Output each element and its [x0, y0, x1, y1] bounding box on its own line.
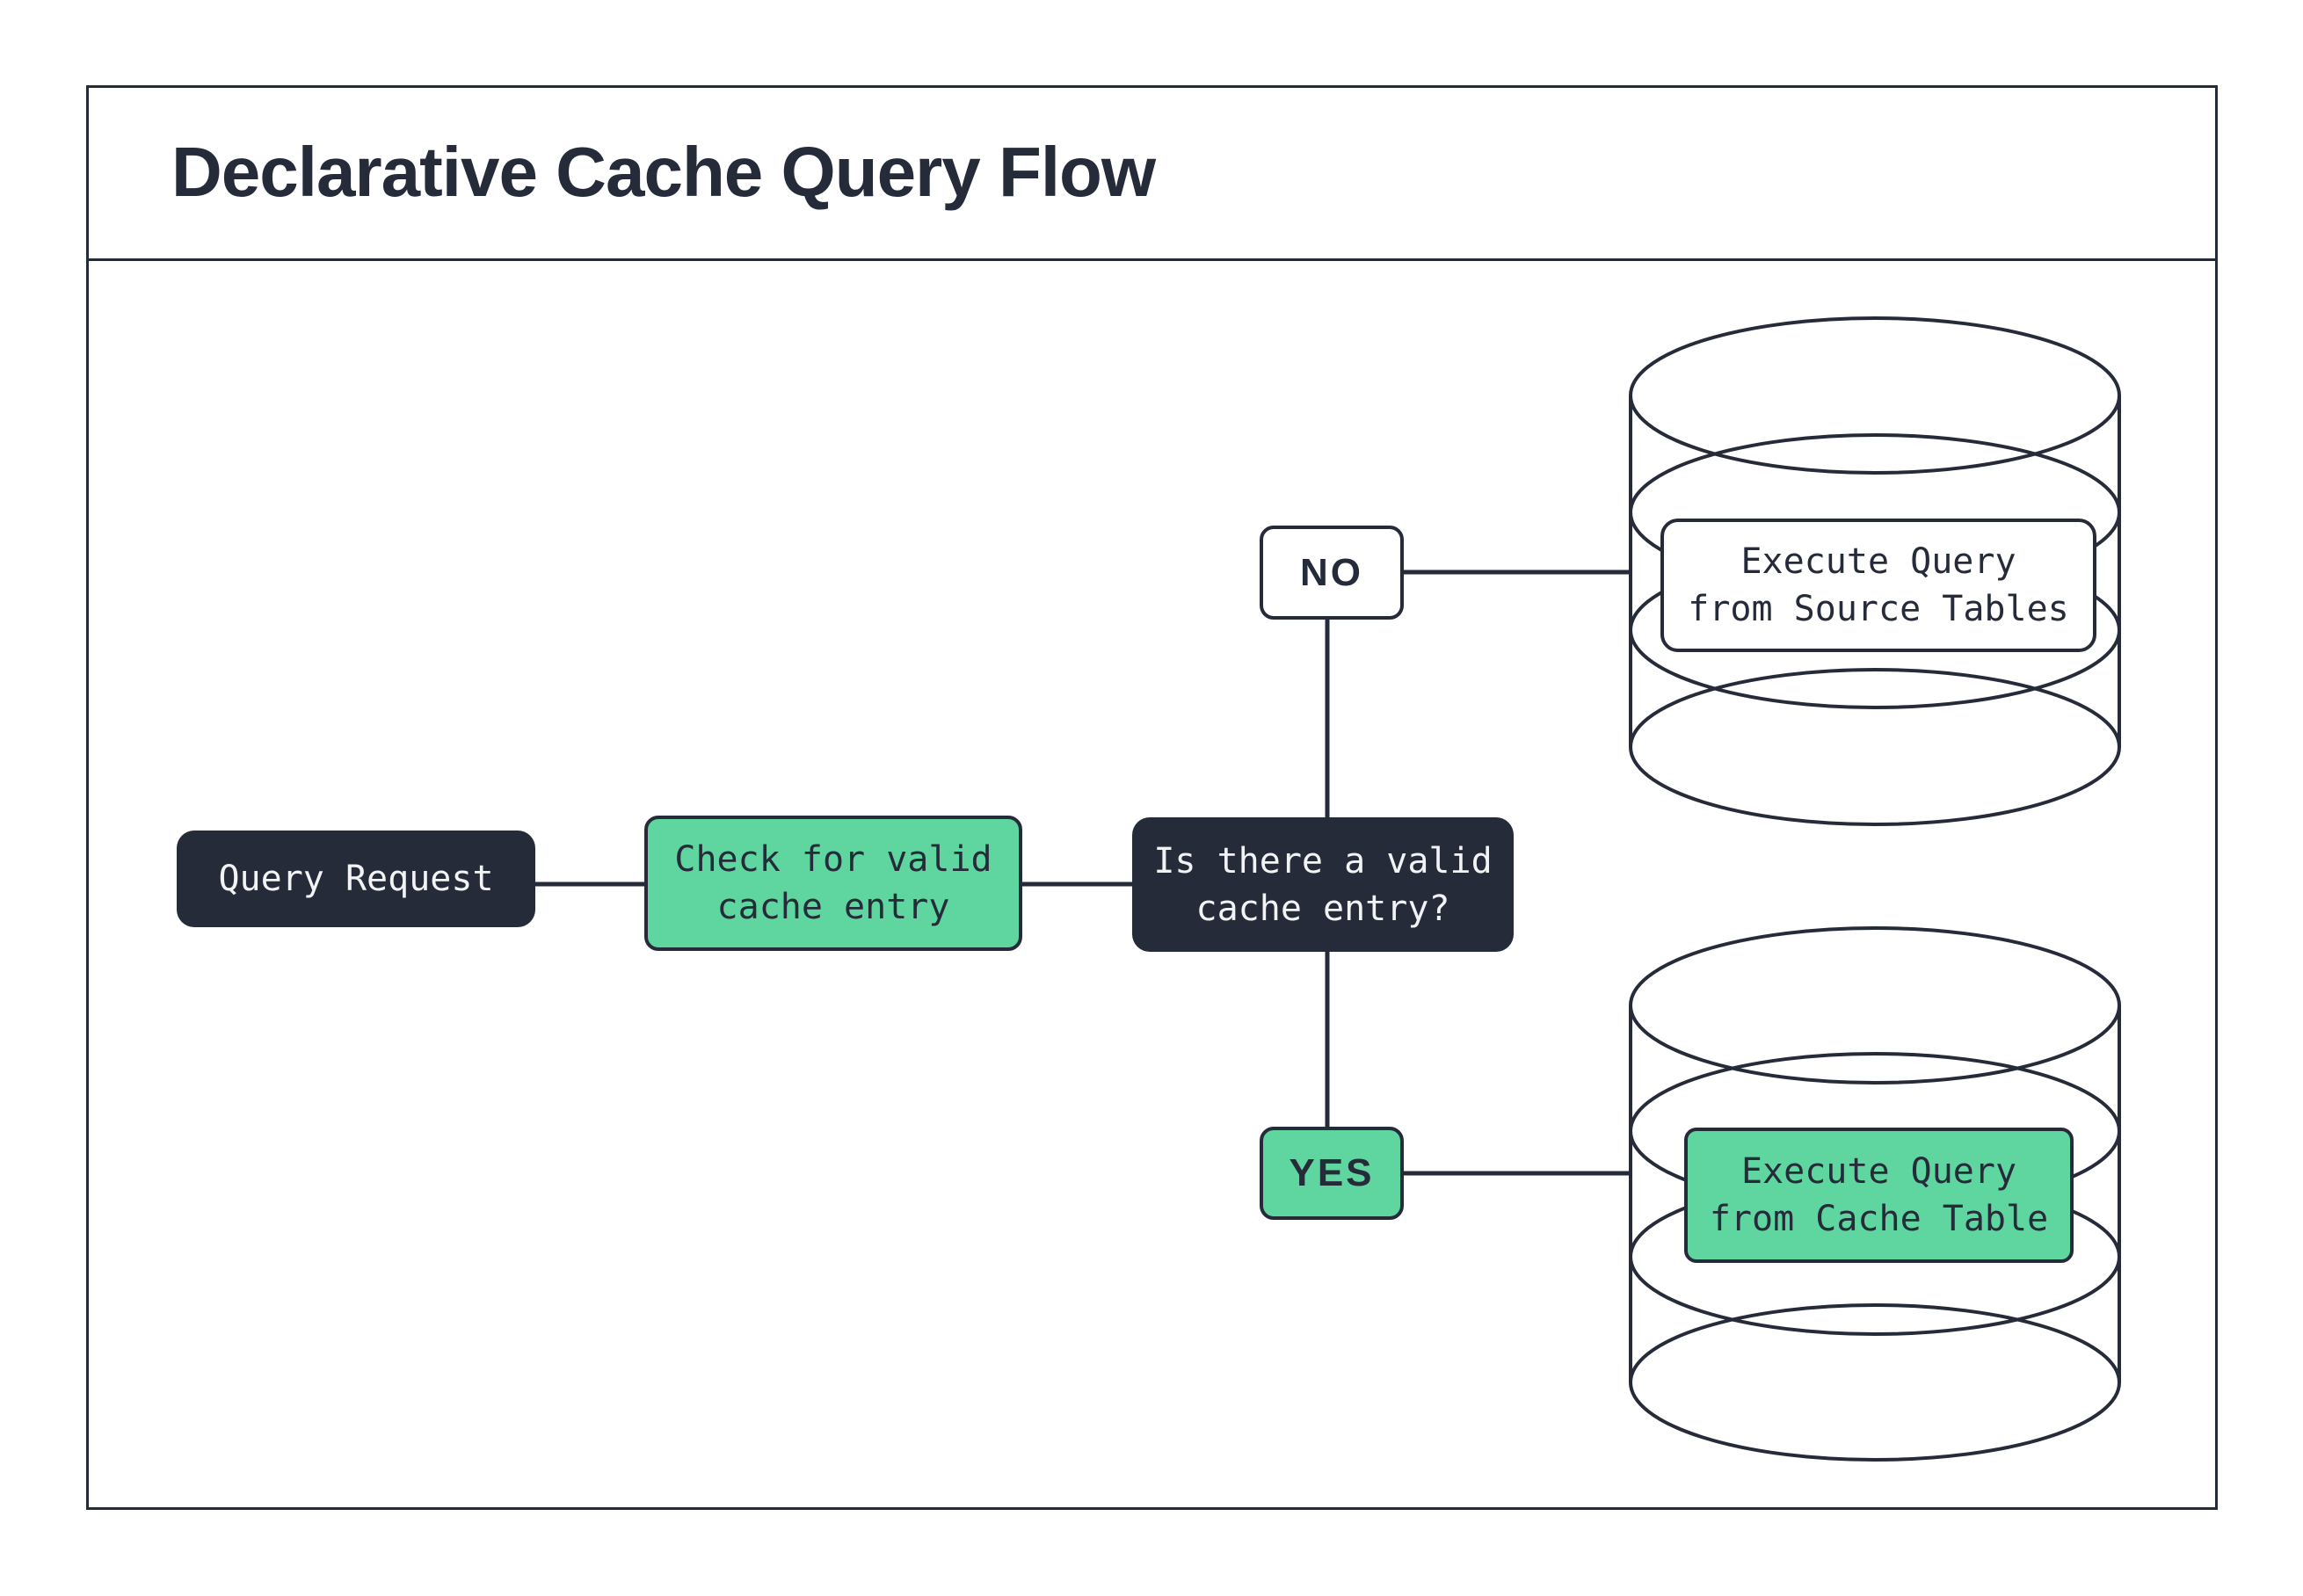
title-bar: Declarative Cache Query Flow [86, 85, 2218, 261]
node-execute-query-source: Execute Query from Source Tables [1660, 519, 2096, 652]
label-yes: YES [1260, 1127, 1404, 1220]
node-query-request: Query Request [177, 831, 535, 927]
node-decision-valid-cache: Is there a valid cache entry? [1132, 817, 1514, 952]
node-check-cache: Check for valid cache entry [644, 816, 1022, 951]
diagram-frame [86, 85, 2218, 1510]
page-title: Declarative Cache Query Flow [171, 132, 1156, 211]
node-execute-query-cache: Execute Query from Cache Table [1684, 1128, 2074, 1263]
database-icon-cache [1629, 926, 2121, 1462]
label-no: NO [1260, 526, 1404, 620]
